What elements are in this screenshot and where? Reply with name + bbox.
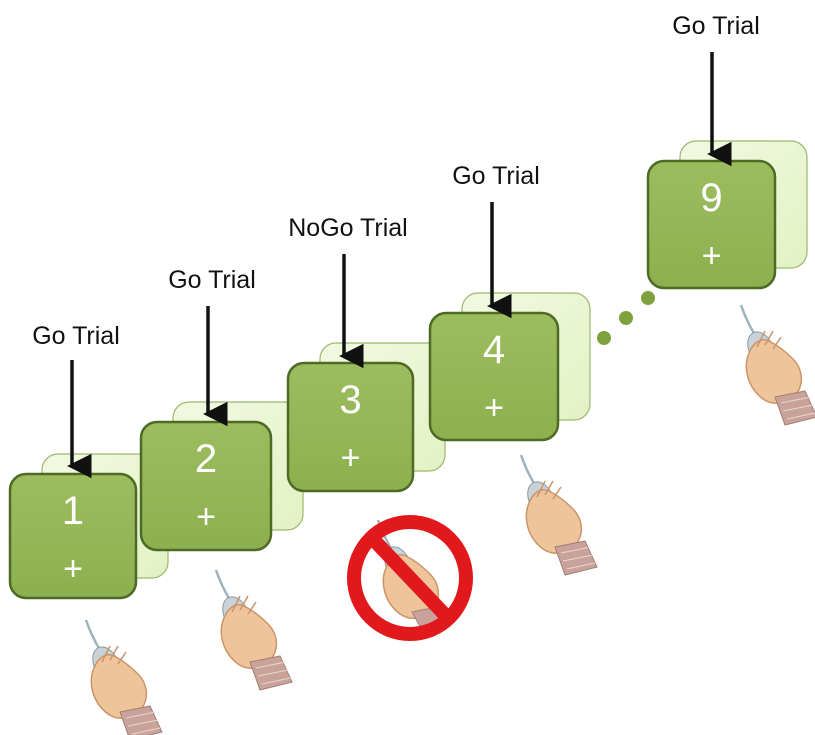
- fixation-cross: +: [196, 498, 216, 536]
- trial-label-9: Go Trial: [672, 12, 760, 40]
- hand-on-mouse-icon: [519, 454, 598, 576]
- trial-1-group: 1+: [8, 360, 169, 600]
- trial-label-2: Go Trial: [168, 266, 256, 294]
- prohibition-sign-icon: [347, 515, 473, 641]
- trial-label-3: NoGo Trial: [288, 214, 408, 242]
- trial-number: 1: [62, 489, 84, 533]
- fixation-cross: +: [63, 550, 83, 588]
- trial-9-group: 9+: [646, 52, 808, 290]
- trial-number: 2: [195, 437, 217, 481]
- trial-2-group: 2+: [139, 306, 304, 552]
- trial-3-group: 3+: [286, 254, 446, 493]
- trial-number: 9: [700, 176, 722, 220]
- trial-number: 3: [339, 378, 361, 422]
- fixation-cross: +: [702, 237, 722, 275]
- fixation-cross: +: [341, 439, 361, 477]
- trial-number: 4: [483, 328, 505, 372]
- trial-label-4: Go Trial: [452, 162, 540, 190]
- ellipsis-dots-icon: [597, 291, 655, 345]
- trial-4-group: 4+: [428, 202, 591, 442]
- hand-on-mouse-icon: [214, 569, 293, 691]
- trial-label-1: Go Trial: [32, 322, 120, 350]
- hand-on-mouse-icon: [84, 619, 163, 735]
- hand-on-mouse-icon: [739, 304, 815, 426]
- fixation-cross: +: [484, 389, 504, 427]
